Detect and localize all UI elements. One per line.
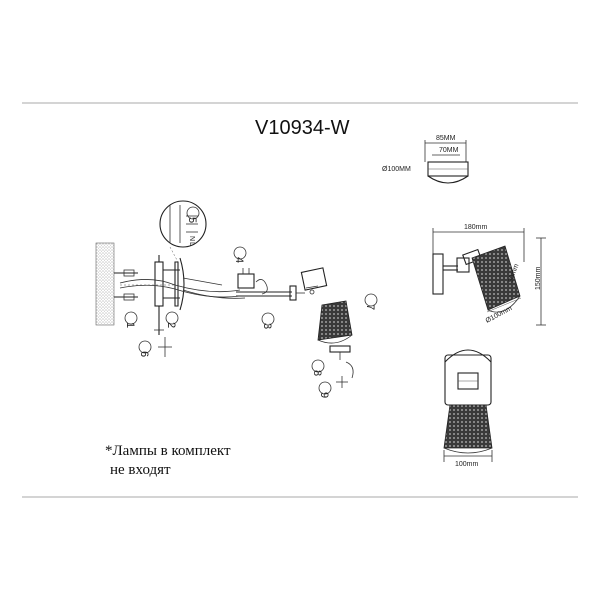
lamps-not-included-note: *Лампы в комплект не входят <box>105 442 231 480</box>
part-5-callout: 5 <box>186 206 200 223</box>
part-3-callout: 3 <box>261 312 275 329</box>
dim-inner-label: 70MM <box>439 147 459 154</box>
svg-text:8: 8 <box>311 370 323 376</box>
part-9-callout: 9 <box>318 381 332 398</box>
svg-text:9: 9 <box>318 392 330 398</box>
svg-text:3: 3 <box>261 323 273 329</box>
part-callouts: 1 2 3 4 5 6 7 <box>124 206 378 398</box>
model-title: V10934-W <box>255 117 350 139</box>
front-view: 100mm <box>443 349 493 468</box>
part-6-callout: 6 <box>138 340 152 357</box>
dim-width-label: 180mm <box>464 224 488 231</box>
part-7-callout: 7 <box>364 293 378 310</box>
wire-label-l: L <box>188 242 195 246</box>
front-shade <box>443 404 493 449</box>
dim-height-label: 150mm <box>535 266 542 290</box>
svg-text:4: 4 <box>233 257 245 263</box>
exploded-shade <box>317 300 353 341</box>
part-1-callout: 1 <box>124 311 138 328</box>
top-view: 85MM 70MM Ø100MM <box>382 135 469 184</box>
svg-text:6: 6 <box>138 351 150 357</box>
wall <box>95 242 115 326</box>
dim-front-width-label: 100mm <box>455 461 479 468</box>
part-8-callout: 8 <box>311 359 325 376</box>
part-4-callout: 4 <box>233 246 247 263</box>
svg-text:7: 7 <box>364 304 376 310</box>
part-2-callout: 2 <box>165 311 179 328</box>
svg-text:5: 5 <box>186 217 198 223</box>
dim-diameter-label: Ø100MM <box>382 166 411 173</box>
svg-text:1: 1 <box>124 322 136 328</box>
note-line-1: *Лампы в комплект <box>105 443 231 459</box>
exploded-view: N L <box>95 200 354 388</box>
note-line-2: не входят <box>110 462 171 478</box>
svg-text:2: 2 <box>165 322 177 328</box>
wire-label-n: N <box>188 236 195 241</box>
dim-outer-label: 85MM <box>436 135 456 142</box>
side-view: 180mm 150mm 90mm Ø100mm <box>432 224 546 326</box>
